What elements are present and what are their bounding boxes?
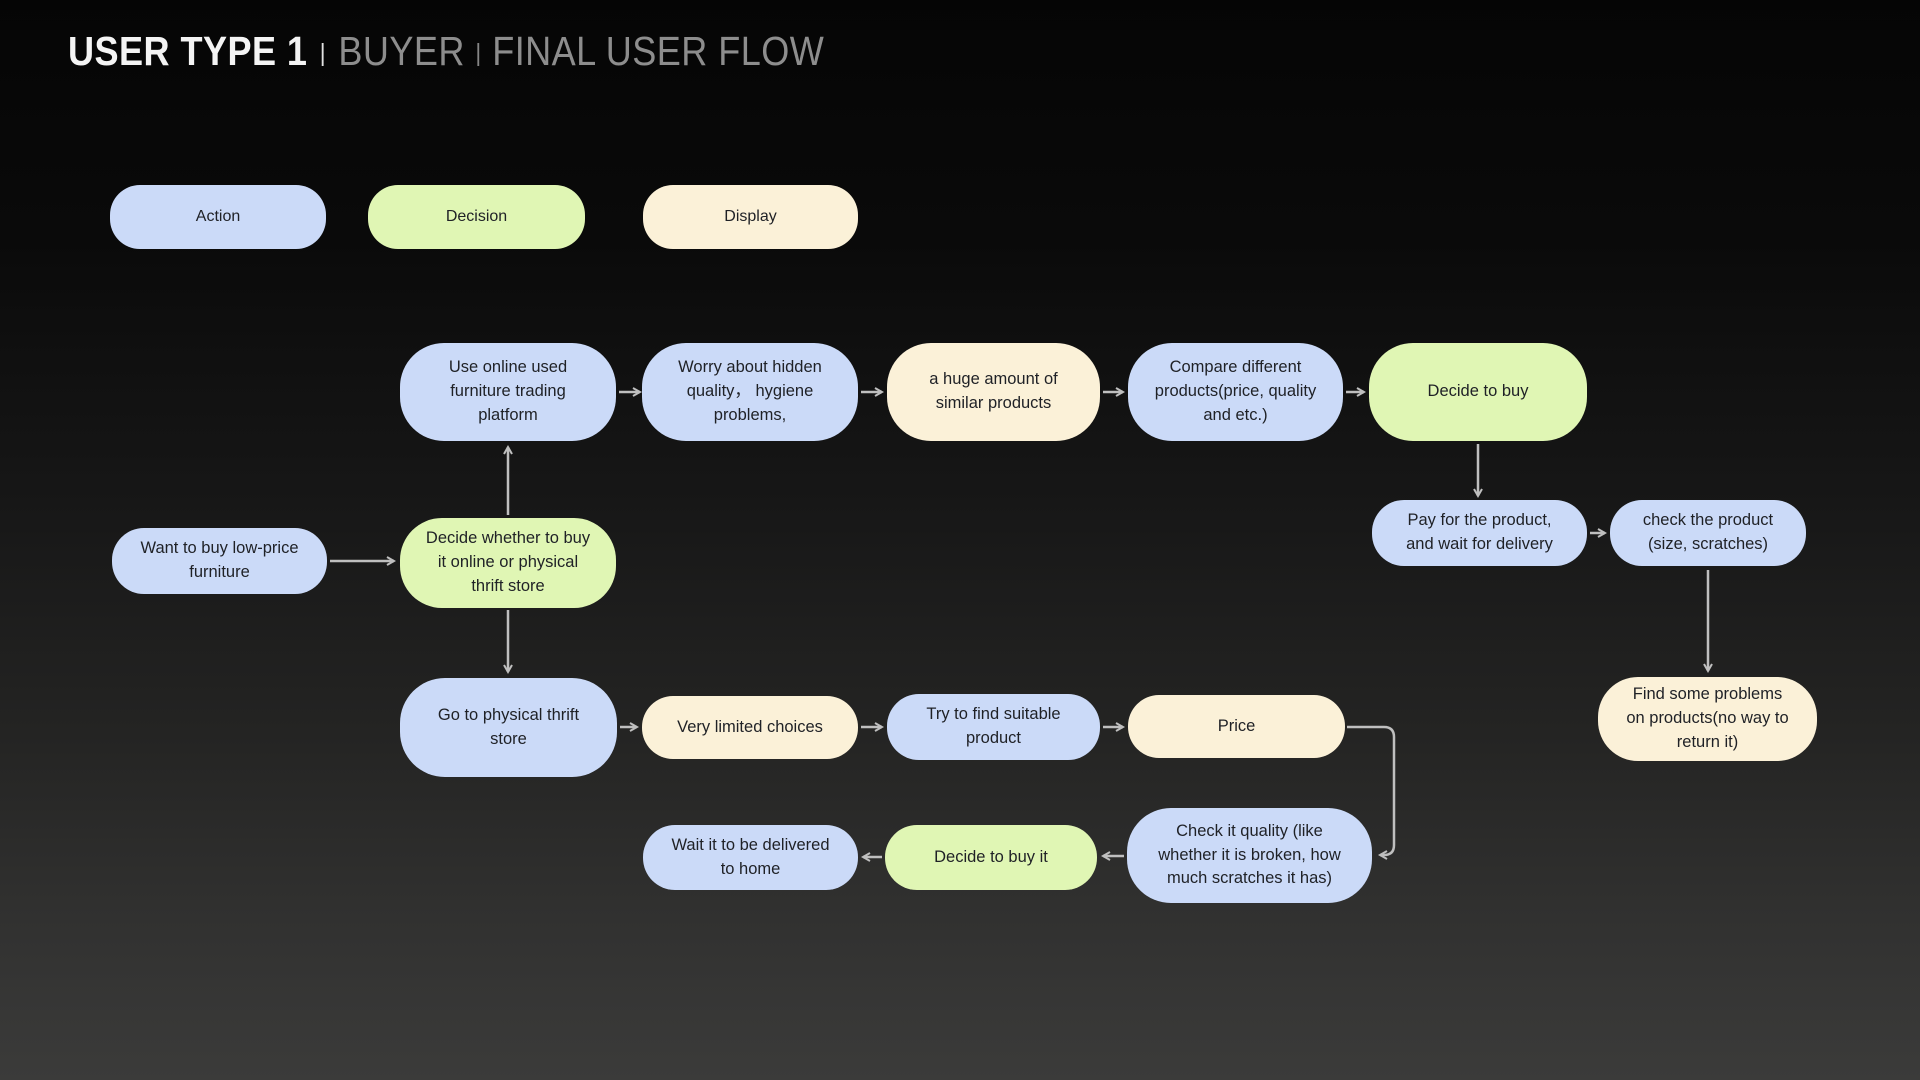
node-want-low-price[interactable]: Want to buy low-price furniture bbox=[112, 528, 327, 594]
node-pay-wait-delivery[interactable]: Pay for the product, and wait for delive… bbox=[1372, 500, 1587, 566]
node-label: Decide to buy bbox=[1427, 382, 1529, 401]
page-title: USER TYPE 1 | BUYER | FINAL USER FLOW bbox=[68, 28, 824, 75]
node-wait-delivered-home[interactable]: Wait it to be delivered to home bbox=[643, 825, 858, 890]
node-label: Pay for the product, and wait for delive… bbox=[1406, 511, 1553, 553]
node-find-some-problems[interactable]: Find some problems on products(no way to… bbox=[1598, 677, 1817, 761]
node-label: Price bbox=[1217, 716, 1256, 735]
node-decide-to-buy[interactable]: Decide to buy bbox=[1369, 343, 1587, 441]
node-check-the-product[interactable]: check the product (size, scratches) bbox=[1610, 500, 1806, 566]
node-decide-to-buy-it[interactable]: Decide to buy it bbox=[885, 825, 1097, 890]
node-label: Decide whether to buy it online or physi… bbox=[425, 529, 591, 595]
node-label: Wait it to be delivered to home bbox=[671, 835, 830, 878]
legend-decision-label: Decision bbox=[445, 208, 508, 226]
legend-decision[interactable]: Decision bbox=[368, 185, 585, 249]
node-try-find-suitable[interactable]: Try to find suitable product bbox=[887, 694, 1100, 760]
node-label: Find some problems on products(no way to… bbox=[1626, 685, 1789, 751]
title-separator-1: | bbox=[319, 39, 327, 67]
legend-action[interactable]: Action bbox=[110, 185, 326, 249]
node-label: Check it quality (like whether it is bro… bbox=[1158, 821, 1341, 888]
node-label: check the product (size, scratches) bbox=[1642, 511, 1774, 553]
node-label: Very limited choices bbox=[677, 717, 823, 736]
title-user-type: USER TYPE 1 bbox=[68, 28, 308, 74]
node-worry-hidden-quality[interactable]: Worry about hidden quality， hygiene prob… bbox=[642, 343, 858, 441]
node-huge-amount-products[interactable]: a huge amount of similar products bbox=[887, 343, 1100, 441]
node-label: Try to find suitable product bbox=[926, 705, 1061, 747]
legend-display-label: Display bbox=[724, 208, 777, 226]
node-label: Use online used furniture trading platfo… bbox=[448, 358, 568, 424]
node-decide-online-or-physical[interactable]: Decide whether to buy it online or physi… bbox=[400, 518, 616, 608]
node-label: Worry about hidden quality， hygiene prob… bbox=[678, 358, 822, 424]
node-label: Want to buy low-price furniture bbox=[140, 539, 299, 581]
node-check-it-quality[interactable]: Check it quality (like whether it is bro… bbox=[1127, 808, 1372, 903]
legend-display[interactable]: Display bbox=[643, 185, 858, 249]
node-label: Go to physical thrift store bbox=[437, 705, 580, 748]
node-compare-products[interactable]: Compare different products(price, qualit… bbox=[1128, 343, 1343, 441]
node-label: Compare different products(price, qualit… bbox=[1154, 358, 1317, 424]
node-label: Decide to buy it bbox=[934, 847, 1048, 866]
node-very-limited-choices[interactable]: Very limited choices bbox=[642, 696, 858, 759]
legend-action-label: Action bbox=[195, 208, 241, 226]
title-final-user-flow: FINAL USER FLOW bbox=[492, 28, 825, 74]
title-separator-2: | bbox=[475, 39, 482, 67]
node-label: a huge amount of similar products bbox=[929, 370, 1058, 412]
node-use-online-platform[interactable]: Use online used furniture trading platfo… bbox=[400, 343, 616, 441]
node-price[interactable]: Price bbox=[1128, 695, 1345, 758]
node-go-physical-store[interactable]: Go to physical thrift store bbox=[400, 678, 617, 777]
title-buyer: BUYER bbox=[338, 28, 465, 74]
